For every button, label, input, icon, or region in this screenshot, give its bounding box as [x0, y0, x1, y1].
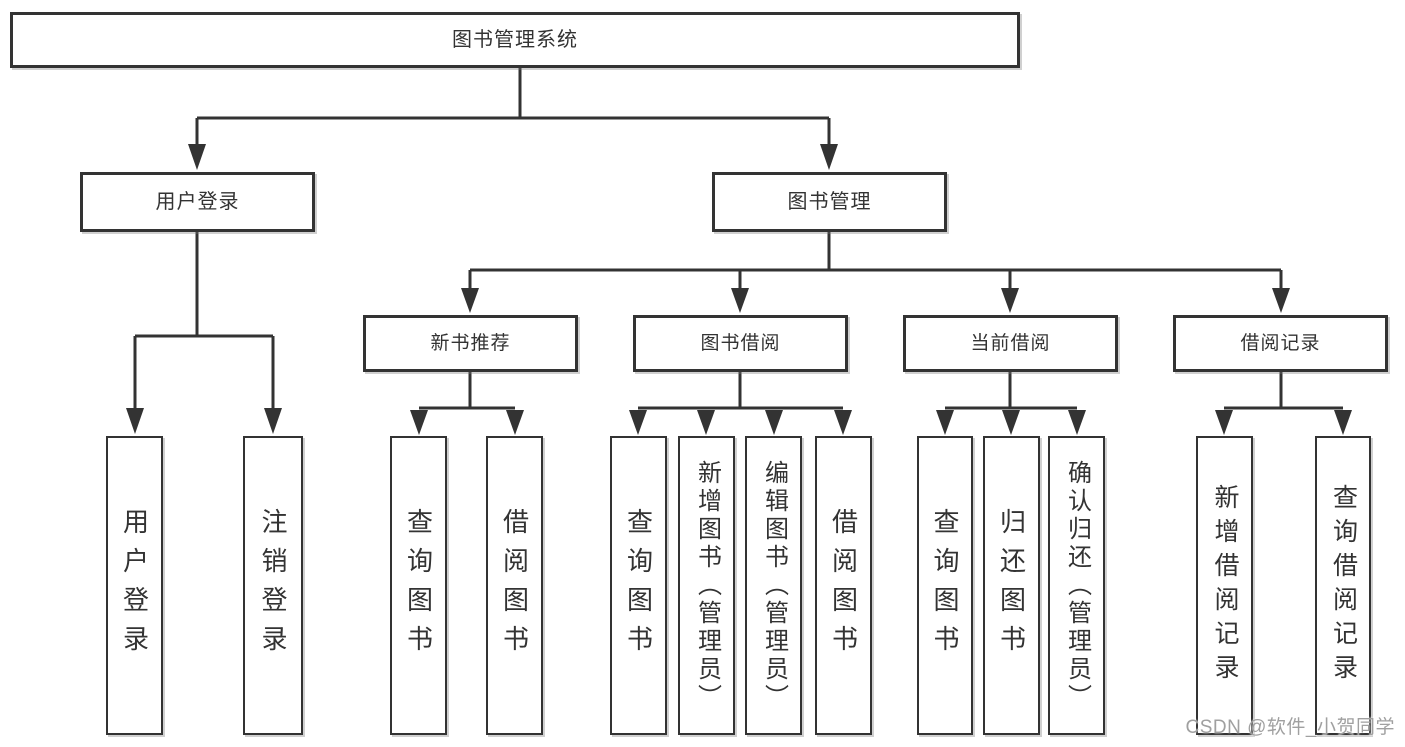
leaf-records-query-record-label: 查询借阅记录: [1329, 483, 1358, 688]
node-current-borrow-label: 当前借阅: [970, 333, 1051, 354]
leaf-current-return-books: 归还图书: [983, 436, 1040, 735]
arrow-down-icon: [1215, 410, 1233, 435]
leaf-borrow-add-books-admin: 新增图书（管理员）: [678, 436, 735, 735]
connector-records-to-leaves: [1215, 372, 1352, 435]
leaf-recommend-borrow-books-label: 借阅图书: [499, 507, 530, 664]
leaf-recommend-borrow-books: 借阅图书: [486, 436, 543, 735]
arrow-down-icon: [1001, 288, 1019, 313]
arrow-down-icon: [1068, 410, 1086, 435]
leaf-user-login-label: 用户登录: [119, 507, 150, 664]
leaf-borrow-query-books-label: 查询图书: [623, 507, 654, 664]
connector-root-to-level2: [188, 68, 838, 170]
leaf-current-return-books-label: 归还图书: [996, 507, 1027, 664]
node-book-management-label: 图书管理: [787, 191, 872, 213]
node-root: 图书管理系统: [10, 12, 1020, 68]
leaf-borrow-edit-books-admin: 编辑图书（管理员）: [745, 436, 802, 735]
leaf-borrow-add-books-admin-label: 新增图书（管理员）: [693, 459, 721, 712]
leaf-borrow-borrow-books: 借阅图书: [815, 436, 872, 735]
arrow-down-icon: [629, 410, 647, 435]
arrow-down-icon: [264, 408, 282, 434]
node-new-book-recommend-label: 新书推荐: [430, 333, 511, 354]
connector-user-login-to-leaves: [126, 232, 282, 434]
connector-line: [195, 68, 831, 146]
leaf-current-confirm-return-admin-label: 确认归还（管理员）: [1063, 459, 1091, 712]
arrow-down-icon: [410, 410, 428, 435]
connector-line: [945, 372, 1077, 410]
node-current-borrow: 当前借阅: [903, 315, 1118, 372]
leaf-borrow-query-books: 查询图书: [610, 436, 667, 735]
arrow-down-icon: [461, 288, 479, 313]
node-book-borrow-label: 图书借阅: [700, 333, 781, 354]
leaf-logout-label: 注销登录: [258, 507, 288, 664]
leaf-borrow-edit-books-admin-label: 编辑图书（管理员）: [760, 459, 788, 712]
node-book-borrow: 图书借阅: [633, 315, 848, 372]
node-book-management: 图书管理: [712, 172, 947, 232]
connector-line: [1224, 372, 1343, 410]
leaf-current-confirm-return-admin: 确认归还（管理员）: [1048, 436, 1105, 735]
arrow-down-icon: [820, 144, 838, 170]
leaf-user-login: 用户登录: [106, 436, 163, 735]
node-root-label: 图书管理系统: [452, 29, 578, 51]
connector-line: [468, 232, 1283, 291]
connector-line: [133, 232, 275, 410]
node-borrow-records: 借阅记录: [1173, 315, 1388, 372]
connector-borrow-to-leaves: [629, 372, 852, 435]
leaf-recommend-query-books-label: 查询图书: [403, 507, 434, 664]
arrow-down-icon: [1334, 410, 1352, 435]
leaf-borrow-borrow-books-label: 借阅图书: [828, 507, 859, 664]
arrow-down-icon: [834, 410, 852, 435]
node-new-book-recommend: 新书推荐: [363, 315, 578, 372]
arrow-down-icon: [936, 410, 954, 435]
arrow-down-icon: [1002, 410, 1020, 435]
leaf-records-add-record-label: 新增借阅记录: [1211, 483, 1239, 688]
leaf-current-query-books-label: 查询图书: [930, 507, 960, 664]
arrow-down-icon: [765, 410, 783, 435]
arrow-down-icon: [506, 410, 524, 435]
node-user-login-label: 用户登录: [155, 191, 240, 213]
leaf-records-query-record: 查询借阅记录: [1315, 436, 1371, 735]
connector-line: [638, 372, 843, 410]
arrow-down-icon: [731, 288, 749, 313]
watermark: CSDN @软件_小贺同学: [1185, 717, 1395, 738]
connector-book-management-to-level3: [461, 232, 1290, 313]
arrow-down-icon: [126, 408, 144, 434]
arrow-down-icon: [697, 410, 715, 435]
leaf-records-add-record: 新增借阅记录: [1196, 436, 1253, 735]
node-borrow-records-label: 借阅记录: [1240, 333, 1321, 354]
node-user-login: 用户登录: [80, 172, 315, 232]
leaf-current-query-books: 查询图书: [917, 436, 973, 735]
connector-recommend-to-leaves: [410, 372, 524, 435]
leaf-logout: 注销登录: [243, 436, 303, 735]
connector-line: [419, 372, 515, 410]
connector-current-to-leaves: [936, 372, 1086, 435]
arrow-down-icon: [188, 144, 206, 170]
arrow-down-icon: [1272, 288, 1290, 313]
leaf-recommend-query-books: 查询图书: [390, 436, 447, 735]
